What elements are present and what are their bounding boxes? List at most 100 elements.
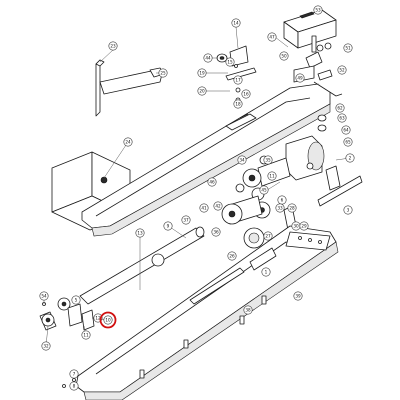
callout-42: 42: [213, 201, 223, 211]
callout-circle: [293, 291, 303, 301]
callout-circle: [123, 137, 133, 147]
callout-circle: [71, 295, 81, 305]
callout-circle: [233, 99, 243, 109]
callout-9: 9: [163, 221, 173, 231]
callout-46: 46: [207, 177, 217, 187]
callout-labels: 2325241444151917162018475053514952626364…: [39, 5, 355, 391]
callout-circle: [237, 155, 247, 165]
callout-circle: [337, 113, 347, 123]
callout-circle: [337, 65, 347, 75]
callout-34: 34: [237, 155, 247, 165]
callout-circle: [203, 53, 213, 63]
callout-15: 15: [225, 57, 235, 67]
callout-35: 35: [263, 155, 273, 165]
callout-number: 65: [345, 140, 351, 145]
callout-number: 6: [281, 198, 284, 203]
callout-33: 33: [275, 203, 285, 213]
callout-circle: [103, 315, 113, 325]
callout-number: 49: [297, 76, 303, 81]
callout-number: 13: [137, 231, 143, 236]
callout-number: 38: [245, 308, 251, 313]
callout-number: 54: [41, 294, 47, 299]
callout-47: 47: [267, 32, 277, 42]
callout-8: 8: [69, 381, 79, 391]
callout-number: 12: [95, 316, 101, 321]
callout-circle: [197, 86, 207, 96]
callout-45: 45: [259, 185, 269, 195]
callout-number: 3: [347, 208, 350, 213]
callout-number: 44: [205, 56, 211, 61]
callout-number: 39: [295, 294, 301, 299]
callout-circle: [231, 18, 241, 28]
callout-number: 34: [239, 158, 245, 163]
callout-number: 51: [345, 46, 351, 51]
callout-circle: [263, 155, 273, 165]
callout-50: 50: [279, 51, 289, 61]
callout-circle: [343, 137, 353, 147]
callout-circle: [343, 205, 353, 215]
callout-number: 19: [199, 71, 205, 76]
callout-number: 37: [183, 218, 189, 223]
callout-2: 2: [345, 153, 355, 163]
callout-7: 7: [69, 369, 79, 379]
callout-circle: [135, 228, 145, 238]
callout-circle: [158, 68, 168, 78]
callout-number: 42: [215, 204, 221, 209]
callout-circle: [263, 231, 273, 241]
callout-5: 5: [71, 295, 81, 305]
callout-circle: [341, 125, 351, 135]
callout-39: 39: [293, 291, 303, 301]
callout-circle: [267, 171, 277, 181]
callout-number: 8: [73, 384, 76, 389]
callout-65: 65: [343, 137, 353, 147]
callout-23: 23: [108, 41, 118, 51]
callout-number: 23: [110, 44, 116, 49]
callout-28: 28: [287, 203, 297, 213]
callout-circle: [41, 341, 51, 351]
callout-number: 47: [269, 35, 275, 40]
callout-circle: [197, 68, 207, 78]
callout-circle: [275, 203, 285, 213]
callout-number: 30: [293, 224, 299, 229]
callout-51: 51: [343, 43, 353, 53]
callout-circle: [243, 305, 253, 315]
callout-number: 9: [167, 224, 170, 229]
callout-circle: [199, 203, 209, 213]
callout-64: 64: [341, 125, 351, 135]
callout-number: 11: [269, 174, 275, 179]
callout-16: 16: [241, 89, 251, 99]
callout-number: 15: [227, 60, 233, 65]
callout-number: 16: [243, 92, 249, 97]
callout-number: 52: [339, 68, 345, 73]
callout-54: 54: [39, 291, 49, 301]
callout-26: 26: [227, 251, 237, 261]
callout-number: 25: [160, 71, 166, 76]
callout-44: 44: [203, 53, 213, 63]
callout-number: 41: [201, 206, 207, 211]
drive-shaft: [79, 226, 205, 305]
callout-30: 30: [291, 221, 301, 231]
callout-circle: [267, 32, 277, 42]
callout-number: 50: [281, 54, 287, 59]
callout-32: 32: [41, 341, 51, 351]
callout-20: 20: [197, 86, 207, 96]
callout-circle: [279, 51, 289, 61]
callout-number: 36: [213, 230, 219, 235]
callout-circle: [81, 330, 91, 340]
callout-circle: [287, 203, 297, 213]
callout-circle: [295, 73, 305, 83]
callout-circle: [181, 215, 191, 225]
callout-circle: [163, 221, 173, 231]
callout-41: 41: [199, 203, 209, 213]
callout-25: 25: [158, 68, 168, 78]
callout-number: 33: [277, 206, 283, 211]
callout-circle: [261, 267, 271, 277]
callout-62: 62: [335, 103, 345, 113]
callout-circle: [345, 153, 355, 163]
callout-number: 24: [125, 140, 131, 145]
callout-19: 19: [197, 68, 207, 78]
callout-circle: [108, 41, 118, 51]
callout-49: 49: [295, 73, 305, 83]
callout-number: 29: [301, 224, 307, 229]
